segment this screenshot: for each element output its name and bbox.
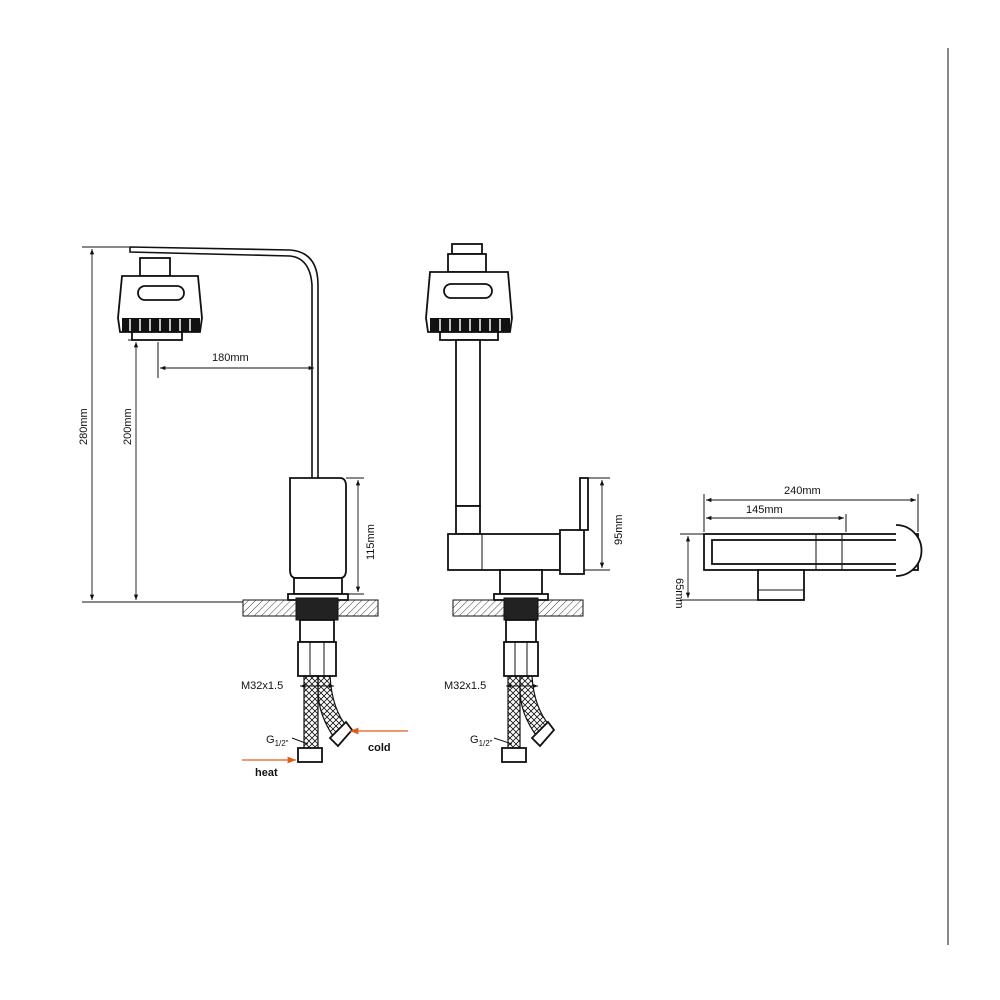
aerator-outlet <box>131 331 183 341</box>
spout-length-label: 145mm <box>746 504 783 516</box>
front-aerator-cap <box>451 243 483 255</box>
front-handle-lever <box>579 477 589 531</box>
side-view: M32x1.5 G1/2" cold heat 280mm 200mm 180m… <box>78 246 408 779</box>
aerator-window <box>137 285 185 301</box>
mount-nut <box>295 597 339 621</box>
faucet-body <box>289 477 347 579</box>
front-hose-a <box>507 675 521 749</box>
cold-label: cold <box>368 742 391 754</box>
total-length-label: 240mm <box>784 485 821 497</box>
top-width-label: 65mm <box>673 578 685 609</box>
front-riser <box>455 339 481 507</box>
left-hose-thread-label: G1/2" <box>266 734 289 748</box>
right-hose-thread-label: G1/2" <box>470 734 493 748</box>
hot-fitting <box>297 747 323 763</box>
shank-nut <box>297 641 337 677</box>
front-aerator-ribs <box>430 318 510 332</box>
right-mount-thread-label: M32x1.5 <box>444 680 486 692</box>
front-view: M32x1.5 G1/2" 95mm <box>425 243 625 763</box>
hose-hot <box>303 675 319 749</box>
spout-reach-label: 180mm <box>212 352 249 364</box>
mount-shank <box>299 619 335 643</box>
left-mount-thread-label: M32x1.5 <box>241 680 283 692</box>
total-height-label: 280mm <box>78 408 90 445</box>
front-body-block <box>447 533 561 571</box>
handle-height-label: 95mm <box>613 514 625 545</box>
body-base-ring <box>293 577 343 595</box>
front-aerator-window <box>443 283 493 299</box>
body-height-label: 115mm <box>365 524 377 560</box>
spout-arm <box>129 246 319 478</box>
top-handle-disc <box>895 524 923 577</box>
aerator-ribs <box>122 318 200 332</box>
top-view: 240mm 145mm 65mm <box>673 485 923 609</box>
top-base <box>757 569 805 601</box>
heat-label: heat <box>255 767 278 779</box>
spout-height-label: 200mm <box>122 408 134 445</box>
front-handle <box>559 529 585 575</box>
aerator-cap <box>139 257 171 277</box>
